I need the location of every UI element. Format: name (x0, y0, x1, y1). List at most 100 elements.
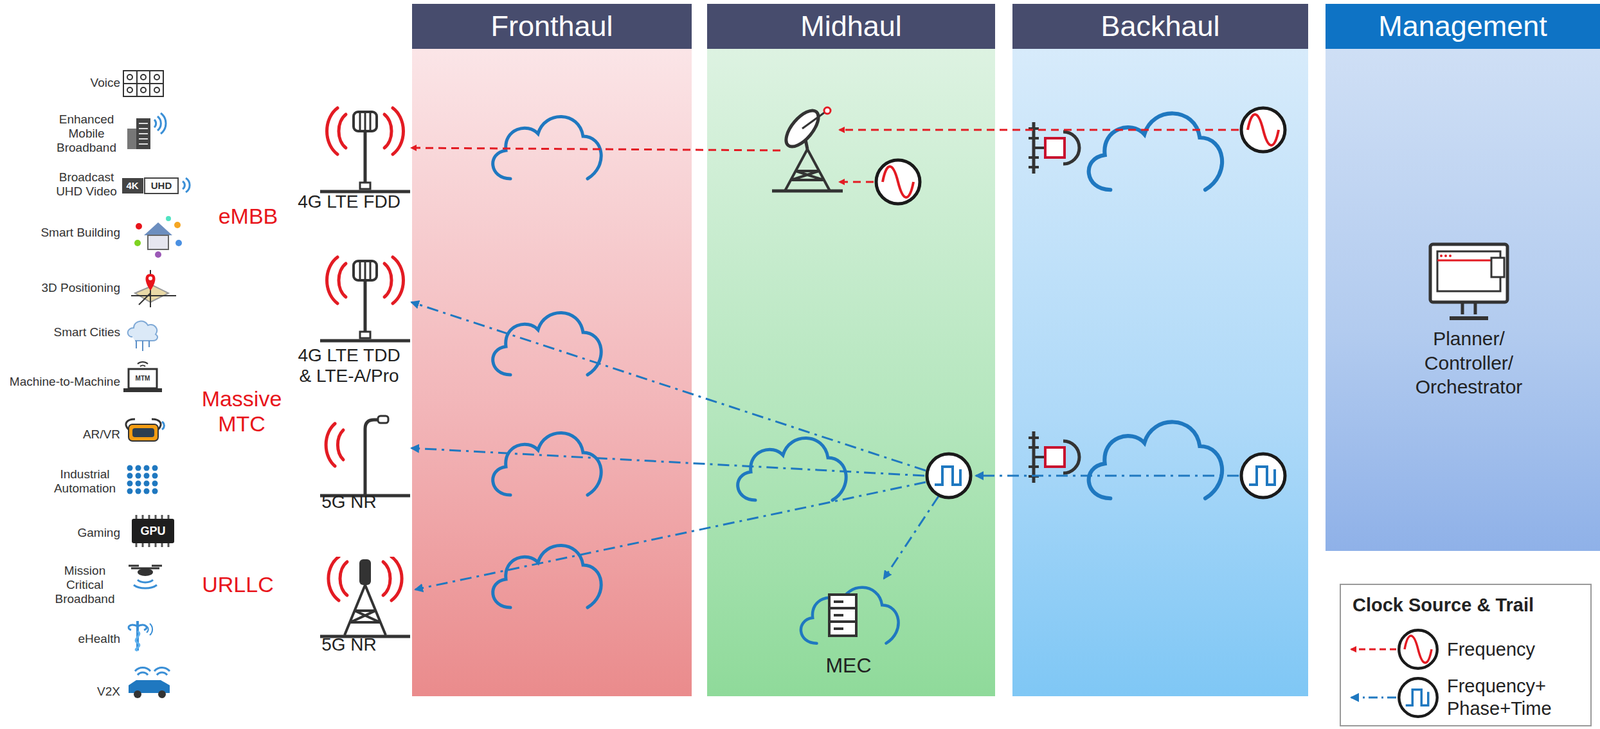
drawing-part (140, 74, 146, 80)
node-text: MEC (792, 652, 905, 679)
column-header: Management (1325, 3, 1600, 49)
dot (143, 465, 150, 472)
frequency-clock (876, 160, 920, 204)
drawing-part (800, 587, 899, 644)
drawing-part (122, 178, 144, 194)
drawing-part (883, 496, 939, 579)
dot (152, 488, 159, 495)
drawing-part (147, 235, 169, 250)
use-case-label: Voice (90, 75, 121, 90)
legend-title: Clock Source & Trail (1352, 594, 1534, 616)
drawing-part (138, 123, 148, 144)
drawing-part (125, 419, 161, 430)
dot (135, 488, 142, 495)
use-case-label: eHealth (78, 631, 121, 647)
drawing-part (158, 690, 166, 699)
gpu-chip (131, 514, 175, 548)
drawing-part (133, 579, 157, 589)
use-case-label: Broadcast UHD Video (52, 170, 121, 199)
drawing-part (133, 690, 142, 699)
drawing-part (134, 239, 141, 247)
voice-icon (123, 70, 164, 97)
phase-clock (926, 453, 971, 498)
drawing-part (411, 448, 925, 476)
use-case-label: Industrial Automation (49, 467, 121, 496)
drawing-part (140, 87, 146, 93)
industrial-icon (127, 465, 159, 495)
drawing-part (134, 667, 170, 675)
dot (152, 480, 159, 487)
drawing-part (135, 631, 140, 651)
smart-building-icon (134, 215, 182, 258)
dot (127, 480, 134, 487)
dot (127, 488, 134, 495)
drawing-part (144, 178, 179, 194)
drawing-part (123, 70, 164, 97)
use-case-label: Mission Critical Broadband (49, 563, 121, 607)
node-text: Planner/ Controller/ Orchestrator (1411, 326, 1527, 400)
drawing-part (839, 129, 1239, 132)
use-case-label: Enhanced Mobile Broadband (52, 112, 121, 155)
fronthaul-band: Fronthaul (412, 3, 692, 697)
legend-sample (1351, 648, 1397, 651)
category-label: eMBB (218, 203, 279, 229)
cloud (493, 113, 1223, 643)
dish-tower (772, 105, 843, 191)
drawing-part (127, 321, 158, 341)
dot (152, 465, 159, 472)
drawing-part (493, 312, 602, 375)
drawing-part (411, 302, 926, 471)
drawing-part (154, 87, 160, 93)
health-icon (128, 620, 153, 651)
drawing-part (829, 594, 857, 636)
dot (127, 473, 134, 479)
radio-label: 4G LTE FDD (297, 191, 401, 213)
drawing-part (128, 368, 157, 389)
dot (143, 473, 150, 479)
drawing-part (136, 340, 150, 351)
drawing-part (131, 269, 177, 308)
icon-text: MTM (135, 374, 151, 383)
drawing-part (165, 215, 171, 222)
dot (143, 488, 150, 495)
drawing-part (143, 222, 173, 236)
icon-text: UHD (151, 179, 173, 191)
server-icon (829, 594, 857, 636)
drawing-part (136, 118, 151, 150)
dot (152, 473, 159, 479)
category-label: URLLC (201, 572, 274, 598)
drawing-part (128, 624, 147, 630)
drawing-part (411, 147, 781, 151)
vr-headset-icon (125, 419, 164, 441)
category-label: Massive MTC (193, 386, 290, 437)
icon-text: 4K (125, 179, 139, 191)
antenna-tower (320, 107, 411, 192)
column-header: Backhaul (1012, 3, 1309, 49)
uhd-badge (122, 178, 190, 194)
drawing-part (493, 432, 602, 495)
use-case-label: Smart Cities (53, 325, 121, 340)
frequency-clock (1241, 107, 1286, 152)
drawing-part (1088, 113, 1223, 190)
drawing-part (415, 482, 926, 590)
dot (135, 465, 142, 472)
legend-sample (1398, 678, 1438, 717)
drawing-part (975, 475, 1239, 477)
icon-text: GPU (140, 524, 166, 539)
drawing-part (161, 421, 164, 430)
drawing-part (148, 276, 153, 281)
dot (135, 473, 142, 479)
dot (135, 480, 142, 487)
frequency-trail (411, 129, 1239, 182)
use-case-label: AR/VR (82, 427, 121, 442)
drawing-part (1088, 421, 1223, 499)
laptop-icon (123, 361, 162, 393)
use-case-label: V2X (97, 684, 121, 699)
radio-label: 5G NR (321, 634, 377, 656)
use-case-label: Gaming (77, 525, 121, 540)
use-case-label: Smart Building (40, 225, 121, 240)
dot (127, 465, 134, 472)
radio-label: 5G NR (321, 491, 377, 513)
